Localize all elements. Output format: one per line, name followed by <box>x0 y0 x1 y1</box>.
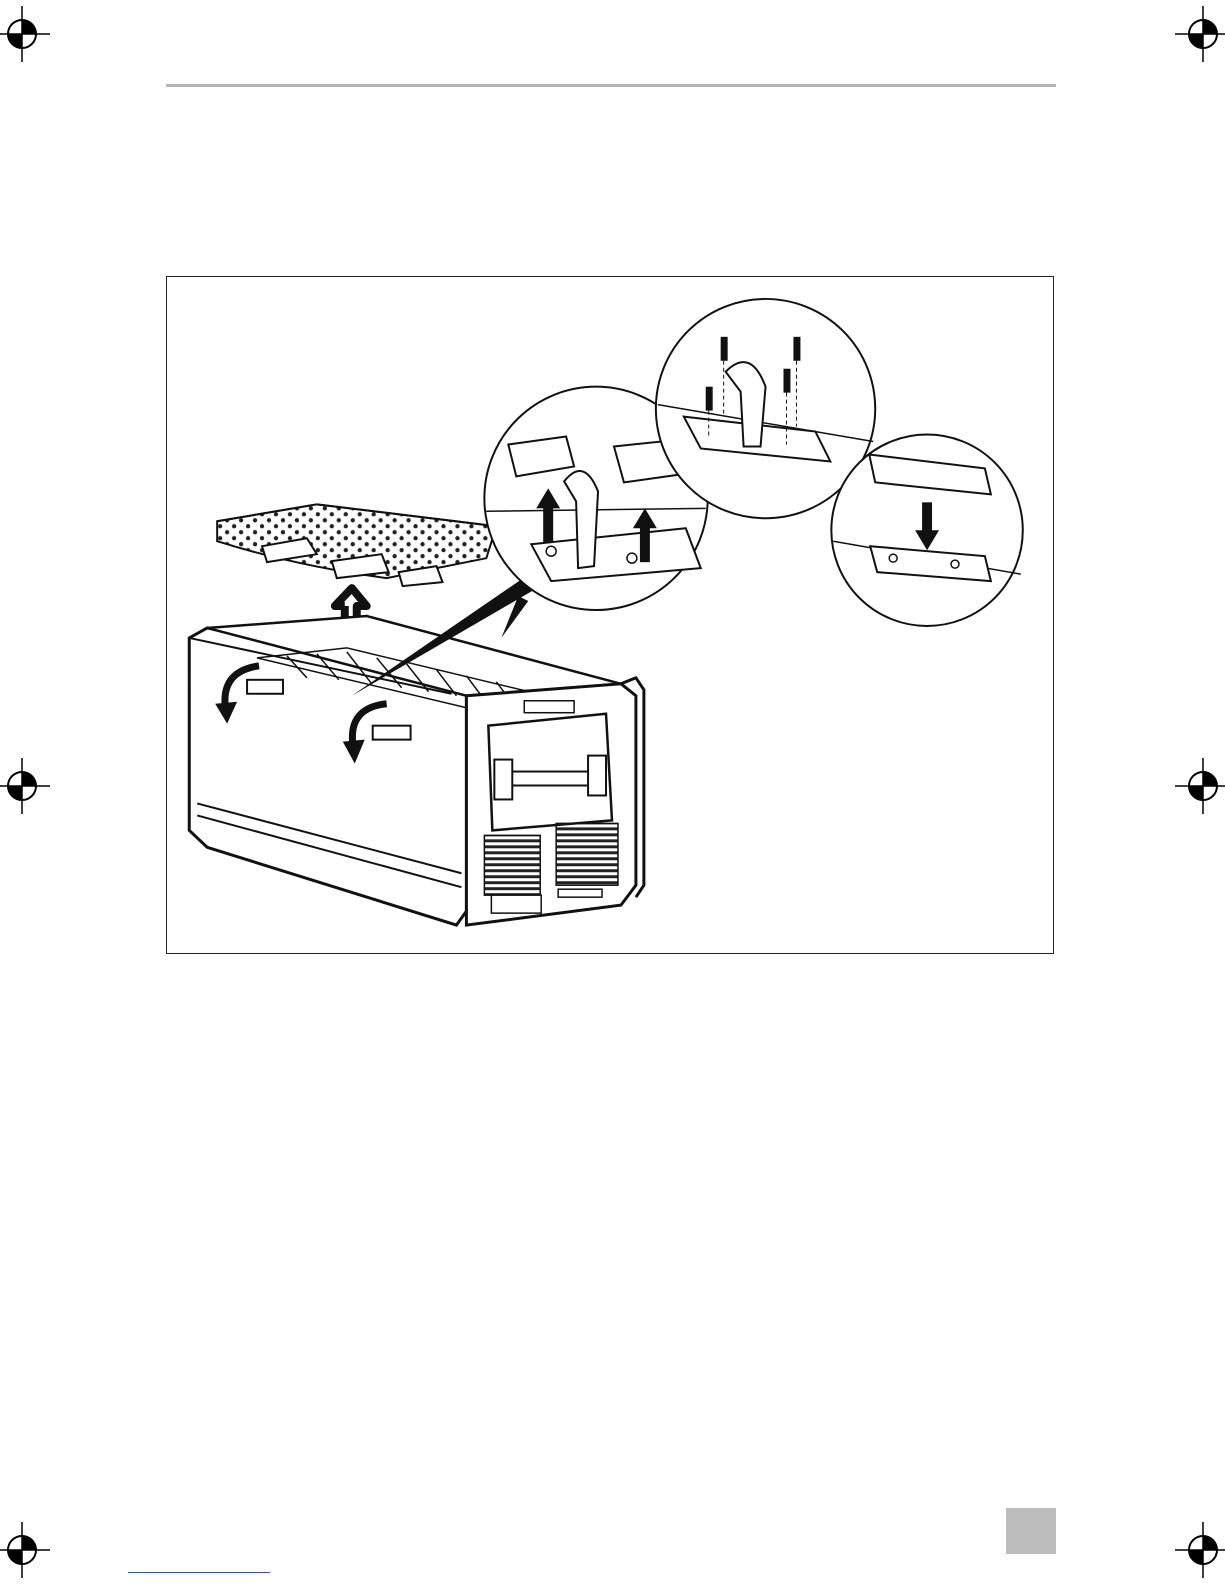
registration-mark-top-left <box>0 6 50 62</box>
registration-mark-top-right <box>1175 6 1225 62</box>
cooler-box-illustration <box>167 277 1053 953</box>
figure-frame <box>166 276 1054 954</box>
lid <box>217 504 496 586</box>
registration-mark-middle-right <box>1175 758 1225 814</box>
page-number-tab <box>1006 1508 1056 1554</box>
footer-link-rule <box>128 1572 270 1573</box>
header-rule <box>166 84 1056 87</box>
registration-mark-bottom-left <box>0 1522 50 1578</box>
registration-mark-bottom-right <box>1175 1522 1225 1578</box>
registration-mark-middle-left <box>0 758 50 814</box>
cooler-body <box>189 616 644 925</box>
